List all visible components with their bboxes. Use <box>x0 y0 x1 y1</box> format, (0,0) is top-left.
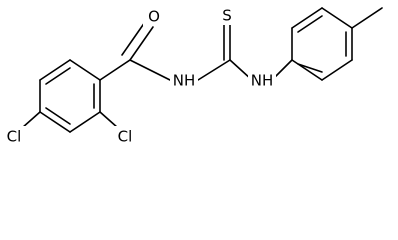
sulfur-label-bg <box>217 5 237 25</box>
ring2-bond-2 <box>321 59 353 81</box>
amide-nh-label: NH <box>173 72 196 90</box>
ring1-bond-2 <box>39 59 71 81</box>
oxygen-label: O <box>148 8 160 26</box>
amide-nh-label-bg <box>170 70 198 90</box>
ring1-bond-5 <box>69 111 101 133</box>
ring1-bond-3 <box>69 59 101 81</box>
right-chlorine-label-bg <box>113 126 137 146</box>
right-chlorine-label: Cl <box>118 128 133 146</box>
ring2-double-1 <box>297 63 323 73</box>
ring2-bond-4 <box>321 7 353 29</box>
left-chlorine-label-bg <box>2 126 26 146</box>
oxygen-label-bg <box>143 6 165 26</box>
sulfur-label: S <box>222 7 232 25</box>
chemical-structure-diagram: O S NH NH Cl Cl <box>2 5 383 146</box>
nh-to-thiocarbonyl-bond <box>197 59 231 81</box>
ring2-double-3 <box>297 15 323 33</box>
bond-to-right-chlorine <box>99 111 119 129</box>
ring2-bond-5 <box>291 7 323 29</box>
carbonyl-to-nh-bond <box>129 59 171 81</box>
bond-to-left-chlorine <box>21 111 41 129</box>
ring1-double-1 <box>45 67 71 85</box>
ring1-bond-6 <box>39 111 71 133</box>
methyl-bond <box>351 7 383 29</box>
ring1-double-3 <box>45 107 71 125</box>
thioamide-nh-label-bg <box>248 70 276 90</box>
carbonyl-co-double-bond <box>121 21 146 56</box>
left-chlorine-label: Cl <box>7 128 22 146</box>
thioamide-nh-label: NH <box>251 72 274 90</box>
chemical-structure-canvas: O S NH NH Cl Cl <box>2 5 383 146</box>
ring2-bond-1 <box>291 59 323 81</box>
ring1-to-carbonyl-bond <box>99 59 131 81</box>
carbonyl-co-bond <box>129 26 154 61</box>
